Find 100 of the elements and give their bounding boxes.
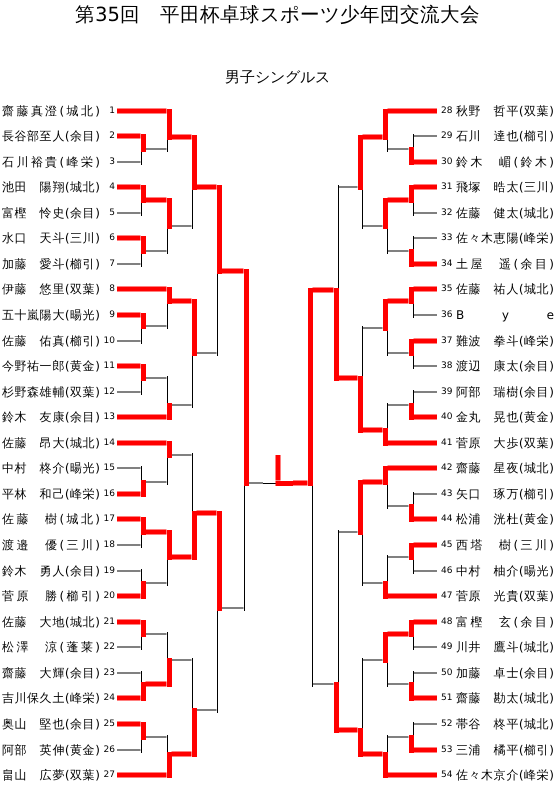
seed-number: 12 xyxy=(102,386,115,398)
player-name: 佐藤 祐人(城北) xyxy=(456,281,554,297)
bracket-line xyxy=(222,268,244,274)
seed-number: 10 xyxy=(102,335,115,347)
bracket-bar xyxy=(140,568,146,598)
bracket-bar xyxy=(140,184,146,216)
seed-number: 44 xyxy=(440,513,454,525)
bracket-line xyxy=(171,404,192,406)
bracket-line xyxy=(145,148,167,150)
bracket-line xyxy=(414,748,437,752)
bracket-line xyxy=(388,632,408,636)
bracket-line xyxy=(117,594,140,598)
bracket-line xyxy=(362,480,382,484)
bracket-line xyxy=(196,510,216,516)
bracket-line xyxy=(312,288,334,292)
bracket-line xyxy=(116,544,141,546)
bracket-line xyxy=(388,466,437,470)
bracket-line xyxy=(362,428,382,432)
bracket-line xyxy=(172,554,192,560)
seed-number: 2 xyxy=(108,130,115,142)
bracket-bar xyxy=(166,632,172,686)
bracket-line xyxy=(388,440,437,446)
seed-number: 4 xyxy=(108,181,115,193)
seed-number: 33 xyxy=(440,232,454,244)
bracket-bar xyxy=(408,134,414,164)
seed-number: 41 xyxy=(440,437,454,449)
player-name: 富樫 怜史(余目) xyxy=(2,205,100,221)
player-name: 菅原 大歩(双葉) xyxy=(456,435,554,451)
seed-number: 36 xyxy=(440,309,454,321)
seed-number: 42 xyxy=(440,462,454,474)
final-bar xyxy=(263,480,293,486)
bracket-bar xyxy=(358,134,362,228)
player-name: 齋藤 勘太(城北) xyxy=(456,690,554,706)
bracket-line xyxy=(414,286,437,292)
seed-number: 15 xyxy=(102,462,115,474)
seed-number: 7 xyxy=(108,258,115,270)
bracket-bar xyxy=(408,670,414,700)
bracket-bar xyxy=(192,658,196,756)
bracket-bar xyxy=(140,516,146,548)
bracket-bar xyxy=(382,554,388,598)
seed-number: 35 xyxy=(440,283,454,295)
seed-number: 28 xyxy=(440,105,454,117)
bracket-line xyxy=(362,752,382,756)
bracket-line xyxy=(116,340,141,342)
bracket-line xyxy=(248,482,264,484)
bracket-line xyxy=(172,134,192,140)
player-name: 菅原 勝(櫛引) xyxy=(2,588,100,604)
bracket-line xyxy=(146,530,166,534)
seed-number: 49 xyxy=(440,641,454,653)
seed-number: 1 xyxy=(108,105,115,117)
player-name: 佐々木京介(峰栄) xyxy=(456,767,554,783)
seed-number: 32 xyxy=(440,207,454,219)
bracket-line xyxy=(387,352,409,354)
bracket-line xyxy=(414,338,437,344)
player-name: 齋藤真澄(城北) xyxy=(2,103,100,119)
player-name: 西塔 樹(三川) xyxy=(456,537,554,553)
seed-number: 40 xyxy=(440,411,454,423)
bracket-line xyxy=(117,440,166,446)
seed-number: 53 xyxy=(440,744,454,756)
bracket-bar xyxy=(140,364,146,394)
player-name: 石川裕貴(峰栄) xyxy=(2,154,100,170)
seed-number: 14 xyxy=(102,437,115,449)
bracket-bar xyxy=(140,670,146,700)
player-name: 佐藤 大地(城北) xyxy=(2,614,100,630)
bracket-bar xyxy=(192,134,196,228)
bracket-bar xyxy=(192,298,196,408)
bracket-bar xyxy=(358,480,362,586)
player-name: 平林 和己(峰栄) xyxy=(2,486,100,502)
event-heading: 男子シングルス xyxy=(225,67,330,87)
player-name: 畠山 広夢(双葉) xyxy=(2,767,100,783)
bracket-line xyxy=(117,722,140,726)
seed-number: 18 xyxy=(102,539,115,551)
player-name: 佐々木恵陽(峰栄) xyxy=(456,230,554,246)
player-name: 池田 陽翔(城北) xyxy=(2,179,100,195)
bracket-bar xyxy=(140,620,146,650)
seed-number: 13 xyxy=(102,411,115,423)
seed-number: 31 xyxy=(440,181,454,193)
player-name: 加藤 卓士(余目) xyxy=(456,665,554,681)
player-name: 石川 達也(櫛引) xyxy=(456,128,554,144)
seed-number: 3 xyxy=(108,156,115,168)
player-name: 阿部 英伸(黄金) xyxy=(2,742,100,758)
bracket-line xyxy=(362,134,382,140)
bracket-bar xyxy=(334,184,338,380)
bracket-bar xyxy=(244,268,248,610)
bracket-line xyxy=(388,108,437,114)
seed-number: 6 xyxy=(108,232,115,244)
bracket-line xyxy=(172,298,192,304)
bracket-bar xyxy=(408,390,414,420)
bracket-line xyxy=(387,404,409,406)
bracket-bar xyxy=(192,452,196,560)
seed-number: 27 xyxy=(102,769,115,781)
seed-number: 8 xyxy=(108,283,115,295)
player-name: 飛塚 晧太(三川) xyxy=(456,179,554,195)
seed-number: 21 xyxy=(102,616,115,628)
player-name: 奥山 堅也(余目) xyxy=(2,716,100,732)
bracket-line xyxy=(117,620,140,624)
player-name: 阿部 瑞樹(余目) xyxy=(456,384,554,400)
seed-number: 38 xyxy=(440,360,454,372)
player-name: 矢口 琢万(櫛引) xyxy=(456,486,554,502)
player-name: 今野祐一郎(黄金) xyxy=(2,358,100,374)
